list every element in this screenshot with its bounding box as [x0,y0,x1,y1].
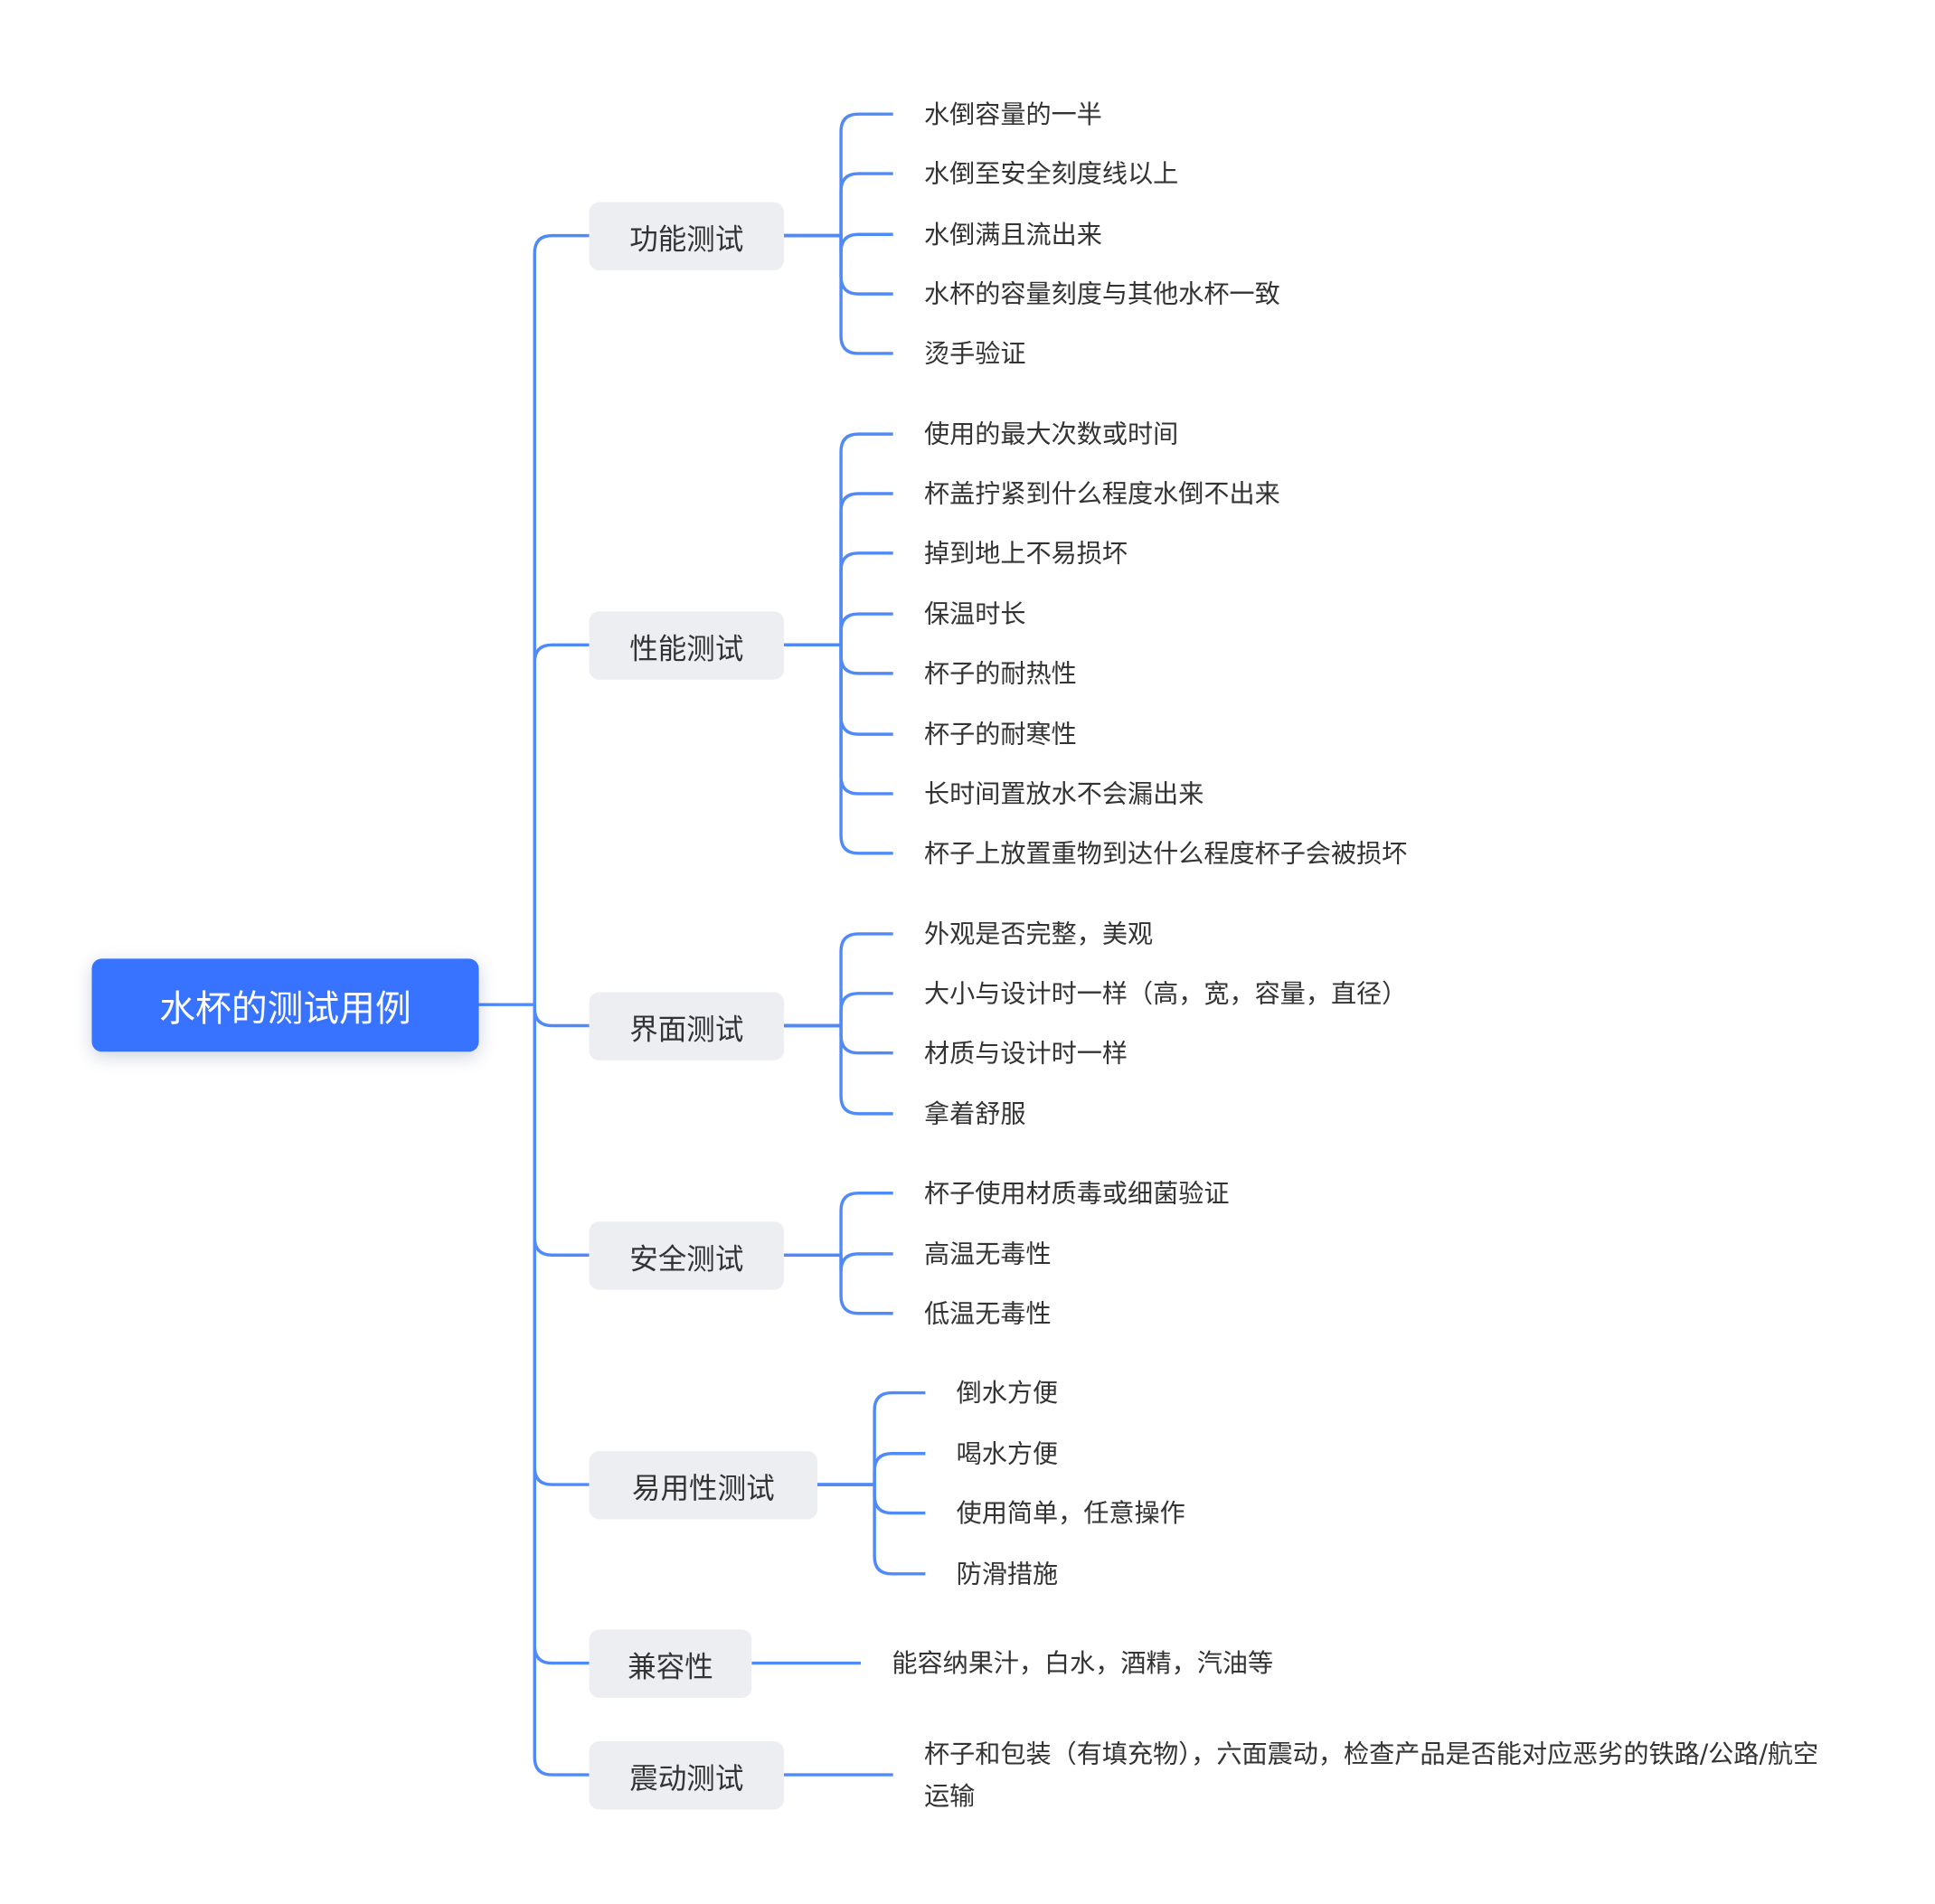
leaf-connector [839,992,893,1026]
leaf-node[interactable]: 大小与设计时一样（高，宽，容量，直径） [923,978,1408,1009]
branch-node[interactable]: 兼容性 [589,1629,752,1698]
leaf-node[interactable]: 杯子的耐热性 [923,658,1077,689]
branch-node[interactable]: 功能测试 [589,202,784,271]
leaf-connector [839,1025,893,1116]
leaf-connector [839,1252,893,1272]
leaf-node[interactable]: 拿着舒服 [923,1098,1026,1129]
leaf-connector [839,172,893,236]
leaf-node[interactable]: 材质与设计时一样 [923,1038,1128,1069]
leaf-node[interactable]: 高温无毒性 [923,1239,1052,1269]
leaf-node[interactable]: 烫手验证 [923,338,1026,369]
leaf-node[interactable]: 杯盖拧紧到什么程度水倒不出来 [923,478,1280,509]
leaf-connector [839,432,893,646]
branch-connector [533,1004,590,1486]
branch-connector [533,1004,590,1777]
leaf-connector [873,1485,926,1576]
leaf-node[interactable]: 能容纳果汁，白水，酒精，汽油等 [892,1648,1274,1679]
branch-node[interactable]: 震动测试 [589,1741,784,1810]
branch-connector [533,233,590,1005]
leaf-node[interactable]: 水倒满且流出来 [923,219,1102,250]
branch-node[interactable]: 易用性测试 [589,1451,818,1520]
leaf-connector [839,645,893,736]
leaf-connector [839,232,893,252]
leaf-connector [839,235,893,355]
leaf-node[interactable]: 杯子和包装（有填充物），六面震动，检查产品是否能对应恶劣的铁路/公路/航空运输 [923,1739,1819,1811]
branch-connector [533,1004,590,1257]
leaf-connector [839,645,893,855]
leaf-connector [839,235,893,296]
leaf-node[interactable]: 水倒至安全刻度线以上 [923,158,1179,189]
leaf-node[interactable]: 杯子使用材质毒或细菌验证 [923,1178,1230,1209]
leaf-node[interactable]: 倒水方便 [956,1378,1059,1408]
leaf-node[interactable]: 长时间置放水不会漏出来 [923,778,1204,809]
leaf-node[interactable]: 保温时长 [923,599,1026,629]
leaf-connector [873,1390,926,1485]
leaf-node[interactable]: 杯子的耐寒性 [923,719,1077,749]
branch-node[interactable]: 界面测试 [589,992,784,1060]
leaf-node[interactable]: 外观是否完整，美观 [923,919,1154,949]
leaf-connector [839,112,893,236]
branch-connector [533,1004,590,1665]
leaf-connector [839,645,893,796]
leaf-connector [873,1485,926,1515]
leaf-node[interactable]: 低温无毒性 [923,1298,1052,1329]
leaf-node[interactable]: 喝水方便 [956,1438,1059,1469]
branch-connector [533,1004,590,1028]
leaf-node[interactable]: 水倒容量的一半 [923,99,1102,129]
leaf-connector [839,492,893,646]
leaf-connector [839,1191,893,1256]
branch-node[interactable]: 安全测试 [589,1221,784,1290]
leaf-node[interactable]: 掉到地上不易损坏 [923,538,1128,569]
leaf-connector [839,612,893,646]
leaf-connector [839,1025,893,1055]
leaf-node[interactable]: 使用的最大次数或时间 [923,419,1179,449]
branch-connector [533,643,590,1005]
leaf-connector [839,932,893,1026]
leaf-node[interactable]: 杯子上放置重物到达什么程度杯子会被损坏 [923,838,1408,869]
leaf-connector [873,1452,926,1485]
leaf-node[interactable]: 防滑措施 [956,1559,1059,1589]
root-node[interactable]: 水杯的测试用例 [91,958,479,1052]
leaf-node[interactable]: 水杯的容量刻度与其他水杯一致 [923,278,1280,309]
leaf-connector [839,1255,893,1315]
leaf-connector [839,645,893,675]
leaf-connector [839,551,893,646]
leaf-node[interactable]: 使用简单，任意操作 [956,1498,1185,1529]
branch-node[interactable]: 性能测试 [589,611,784,680]
